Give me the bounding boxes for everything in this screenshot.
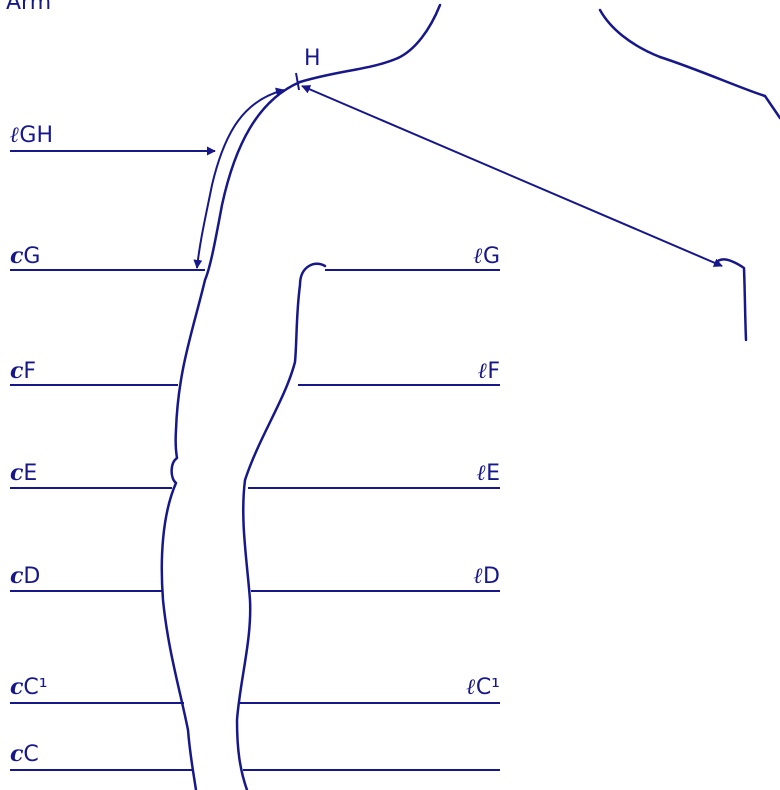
arm-outer-outline — [160, 80, 302, 790]
label-right-d: ℓD — [474, 565, 500, 588]
label-left-f: cF — [10, 360, 36, 383]
label-prefix: ℓ — [473, 243, 483, 269]
label-text: C¹ — [23, 675, 48, 700]
label-text: G — [23, 244, 41, 269]
neck-left-outline — [396, 3, 442, 60]
label-text: F — [23, 359, 37, 384]
label-left-d: cD — [10, 565, 40, 588]
label-prefix: c — [10, 563, 24, 589]
label-prefix: c — [10, 460, 24, 486]
label-text: C¹ — [475, 675, 500, 700]
label-right-g: ℓG — [474, 245, 500, 268]
shoulder-left-outline — [298, 56, 400, 84]
label-text: D — [23, 564, 41, 589]
label-right-c1: ℓC¹ — [466, 676, 500, 699]
curved-arc-measurement — [193, 87, 285, 269]
label-right-e: ℓE — [477, 462, 500, 485]
neck-right-outline — [598, 8, 662, 59]
label-text: G — [482, 244, 500, 269]
label-prefix: ℓ — [10, 122, 20, 148]
label-prefix: ℓ — [466, 674, 476, 700]
shoulder-right-outline — [658, 55, 780, 120]
label-left-c1: cC¹ — [10, 676, 48, 699]
label-text: GH — [19, 123, 53, 148]
label-left-gh: ℓGH — [10, 124, 53, 147]
label-text: E — [23, 461, 38, 486]
point-label-h: H — [304, 46, 321, 71]
arm-inner-outline — [235, 262, 327, 790]
label-text: E — [486, 461, 500, 486]
label-left-g: cG — [10, 245, 40, 268]
label-text: C — [23, 742, 39, 767]
label-text: D — [483, 564, 500, 589]
label-prefix: c — [10, 741, 24, 767]
torso-side-outline — [714, 258, 748, 342]
label-text: F — [487, 359, 500, 384]
point-h-tick — [295, 72, 300, 91]
label-right-f: ℓF — [478, 360, 500, 383]
label-prefix: c — [10, 674, 24, 700]
label-prefix: ℓ — [477, 358, 488, 384]
label-prefix: ℓ — [476, 460, 487, 486]
label-prefix: c — [10, 243, 24, 269]
label-prefix: ℓ — [473, 563, 484, 589]
shoulder-span-measurement — [301, 85, 723, 267]
label-left-c: cC — [10, 743, 39, 766]
diagram-title: Arm — [6, 0, 52, 15]
label-left-e: cE — [10, 462, 37, 485]
label-prefix: c — [10, 358, 24, 384]
